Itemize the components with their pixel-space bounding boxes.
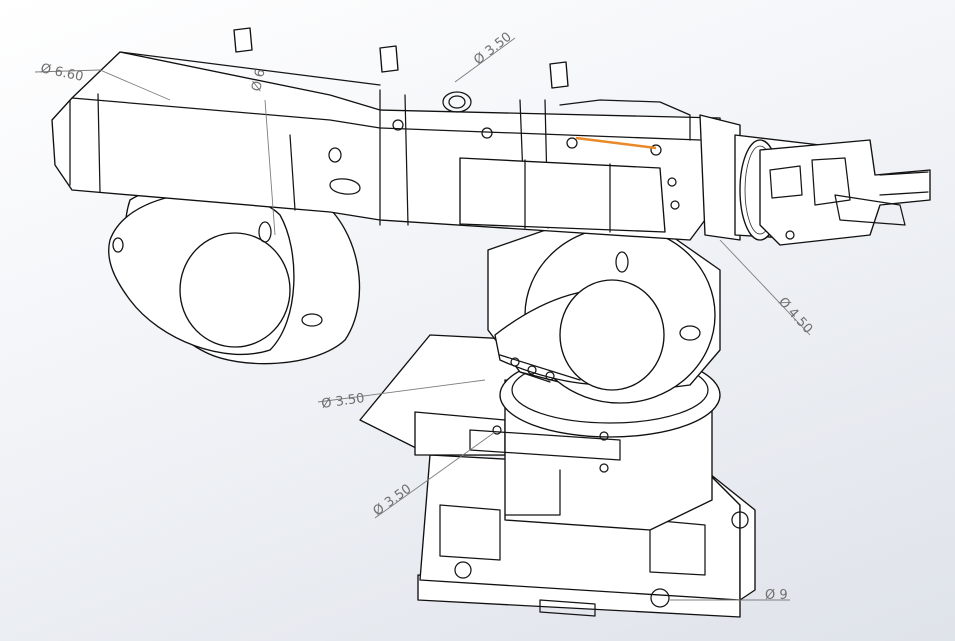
dim-wrist[interactable]: Ø 4.50 — [775, 295, 815, 337]
upper-arm[interactable] — [51, 51, 721, 241]
dim-top-hole[interactable]: Ø 3.50 — [471, 30, 514, 68]
shoulder-joint[interactable] — [487, 224, 721, 404]
selected-edge[interactable] — [575, 136, 657, 150]
wrist-gripper[interactable] — [699, 114, 931, 246]
dim-base-flange[interactable]: Ø 3.50 — [320, 391, 365, 412]
mounting-tabs — [233, 27, 569, 89]
elbow-joint[interactable] — [108, 180, 361, 365]
dim-arm-hole[interactable]: Ø 6 — [249, 68, 268, 93]
dim-arm-outer[interactable]: Ø 6.60 — [39, 61, 84, 85]
dim-base-hole[interactable]: Ø 3.50 — [371, 482, 415, 520]
dim-foot-hole[interactable]: Ø 9 — [765, 588, 788, 603]
